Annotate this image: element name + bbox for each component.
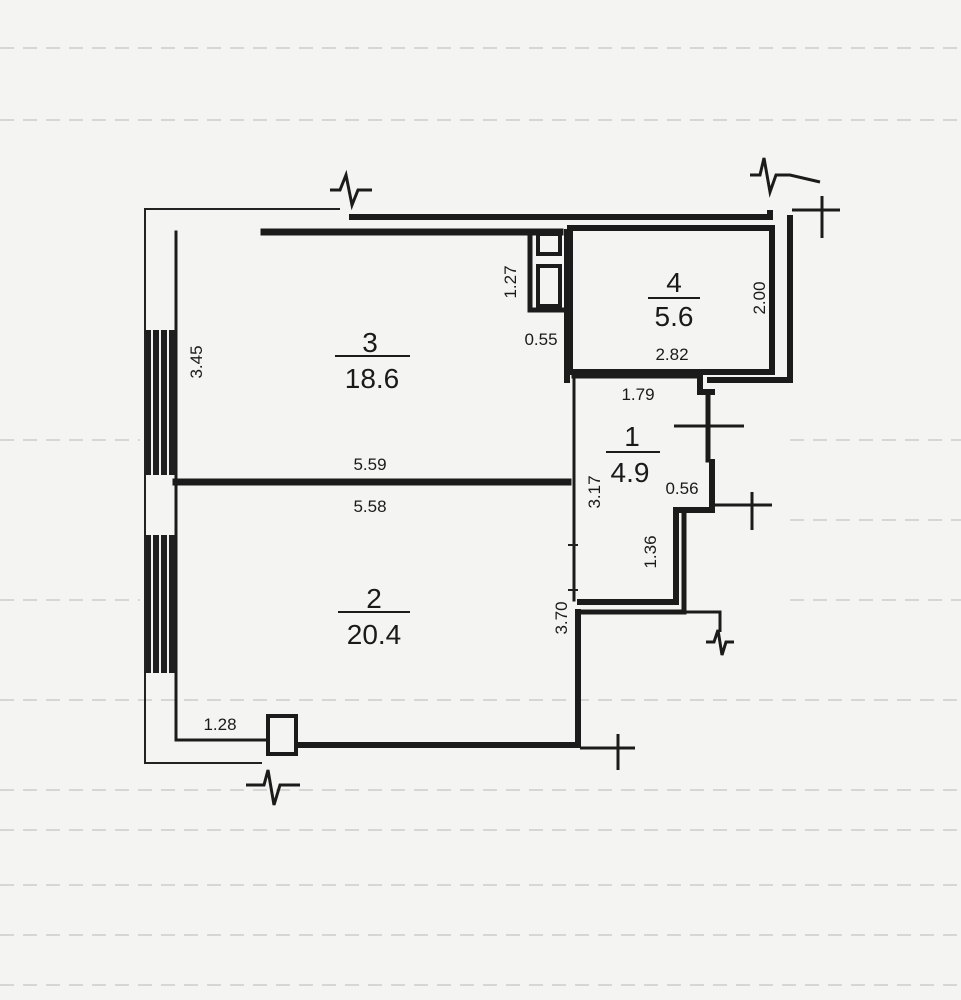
break-marks (246, 157, 840, 806)
dim-entry-width: 1.28 (203, 715, 236, 734)
dim-room2-height: 3.70 (552, 601, 571, 634)
dim-step-height: 1.36 (641, 535, 660, 568)
svg-text:1: 1 (624, 421, 640, 452)
dim-wall-top: 5.59 (353, 455, 386, 474)
room-1-label: 1 4.9 (606, 421, 660, 488)
dim-hall-width: 1.79 (621, 385, 654, 404)
dim-room4-height: 2.00 (750, 281, 769, 314)
scan-noise (0, 47, 961, 986)
svg-text:4.9: 4.9 (611, 457, 650, 488)
dim-closet-height: 1.27 (501, 265, 520, 298)
svg-text:18.6: 18.6 (345, 363, 400, 394)
dim-room4-width: 2.82 (655, 345, 688, 364)
svg-text:2: 2 (366, 583, 382, 614)
room-4-label: 4 5.6 (648, 267, 700, 332)
svg-text:20.4: 20.4 (347, 619, 402, 650)
window-room-3 (146, 330, 176, 475)
dim-closet-width: 0.55 (524, 330, 557, 349)
dim-hall-height: 3.17 (585, 475, 604, 508)
outer-boundary (144, 208, 340, 764)
window-room-2 (146, 535, 176, 673)
room-3-label: 3 18.6 (335, 327, 410, 394)
svg-text:5.6: 5.6 (655, 301, 694, 332)
svg-text:3: 3 (362, 327, 378, 358)
room-2-label: 2 20.4 (338, 583, 410, 650)
dimension-labels: 3.45 1.27 0.55 2.00 2.82 1.79 5.59 5.58 … (187, 265, 769, 734)
dim-wall-bottom: 5.58 (353, 497, 386, 516)
dim-step-width: 0.56 (665, 479, 698, 498)
walls (172, 210, 793, 756)
dim-room3-height: 3.45 (187, 345, 206, 378)
svg-text:4: 4 (666, 267, 682, 298)
